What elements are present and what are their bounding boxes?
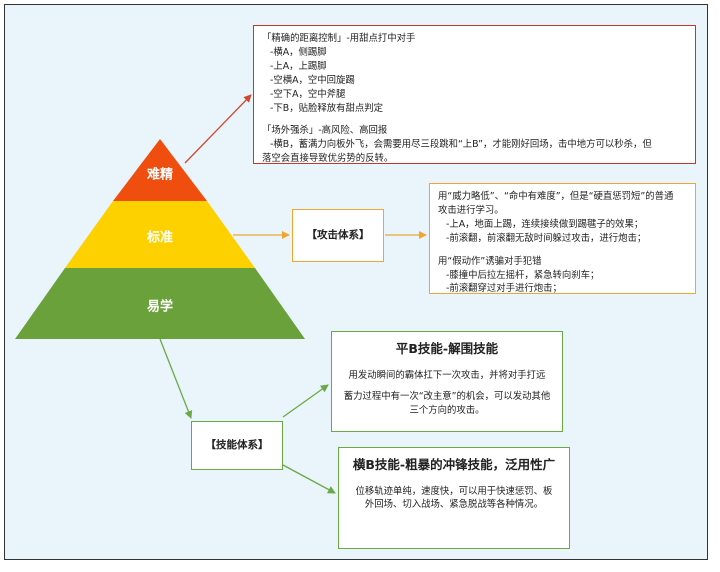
precision-line: 落空会直接导致优劣势的反转。 <box>262 153 394 165</box>
attack-details-box: 用“威力略低”、“命中有难度”，但是“硬直惩罚短”的普通 攻击进行学习。 -上A… <box>429 183 696 294</box>
flat-b-line: 用发动瞬间的霸体扛下一次攻击，并将对手打远 <box>348 369 546 381</box>
skill-system-label: 【技能体系】 <box>205 438 269 451</box>
precision-line: -空下A，空中斧腿 <box>270 88 346 100</box>
diagram-graphics <box>15 94 427 494</box>
precision-spacer <box>262 115 687 124</box>
flat-b-title: 平B技能-解围技能 <box>395 341 499 356</box>
attack-detail-line: 用“威力略低”、“命中有难度”，但是“硬直惩罚短”的普通 <box>438 191 674 202</box>
pyramid-tier-top <box>113 139 207 201</box>
precision-line: -横A，侧踢脚 <box>270 46 327 58</box>
attack-detail-spacer <box>438 246 687 255</box>
attack-detail-line: -膝撞中后拉左摇杆，紧急转向刹车； <box>446 269 600 281</box>
precision-line: 「场外强杀」-高风险、高回报 <box>262 125 388 137</box>
attack-detail-line: 攻击进行学习。 <box>438 204 504 216</box>
horizontal-b-box: 横B技能-粗暴的冲锋技能，泛用性广 位移轨迹单纯，速度快，可以用于快速惩罚、板外… <box>338 447 570 549</box>
attack-detail-line: 用“假动作”诱骗对手犯错 <box>438 255 542 267</box>
connector-bottom-to-skill <box>159 338 193 419</box>
horizontal-b-line: 位移轨迹单纯，速度快，可以用于快速惩罚、板外回场、切入战场、紧急脱战等各种情况。 <box>355 485 553 511</box>
precision-line: -空横A，空中回旋踢 <box>270 74 355 86</box>
horizontal-b-title: 横B技能-粗暴的冲锋技能，泛用性广 <box>352 457 556 472</box>
precision-line: -上A，上踢脚 <box>270 60 327 72</box>
skill-system-box: 【技能体系】 <box>191 421 283 470</box>
attack-system-label: 【攻击体系】 <box>306 228 370 241</box>
precision-line: -横B，蓄满力向板外飞，会需要用尽三段跳和“上B”，才能刚好回场，击中地方可以秒… <box>270 139 652 151</box>
attack-system-box: 【攻击体系】 <box>292 209 384 262</box>
pyramid-tier-middle <box>65 201 255 268</box>
precision-box: 「精确的距离控制」-用甜点打中对手 -横A，侧踢脚 -上A，上踢脚 -空横A，空… <box>253 25 696 164</box>
connector-top-to-precision <box>184 94 252 164</box>
precision-line: 「精确的距离控制」-用甜点打中对手 <box>262 33 416 44</box>
pyramid-label-standard: 标准 <box>146 230 174 246</box>
connector-skill-to-flat-b <box>282 384 329 418</box>
attack-detail-line: -前滚翻穿过对手进行炮击； <box>446 283 562 295</box>
pyramid-tier-bottom <box>15 268 305 339</box>
precision-line: -下B，贴脸释放有甜点判定 <box>270 102 383 114</box>
flat-b-line: 蓄力过程中有一次“改主意”的机会，可以发动其他三个方向的攻击。 <box>343 391 551 417</box>
flat-b-box: 平B技能-解围技能 用发动瞬间的霸体扛下一次攻击，并将对手打远 蓄力过程中有一次… <box>331 331 563 432</box>
attack-detail-line: -前滚翻，前滚翻无敌时间躲过攻击，进行炮击； <box>446 232 647 244</box>
connector-skill-to-horizontal-b <box>282 464 336 494</box>
attack-detail-line: -上A，地面上踢，连续接续做到踢毽子的效果； <box>446 218 644 230</box>
diagram-canvas: 难精 标准 易学 「精确的距离控制」-用甜点打中对手 -横A，侧踢脚 -上A，上… <box>4 4 708 560</box>
pyramid-label-hard: 难精 <box>146 167 174 183</box>
pyramid-label-easy: 易学 <box>146 299 174 315</box>
